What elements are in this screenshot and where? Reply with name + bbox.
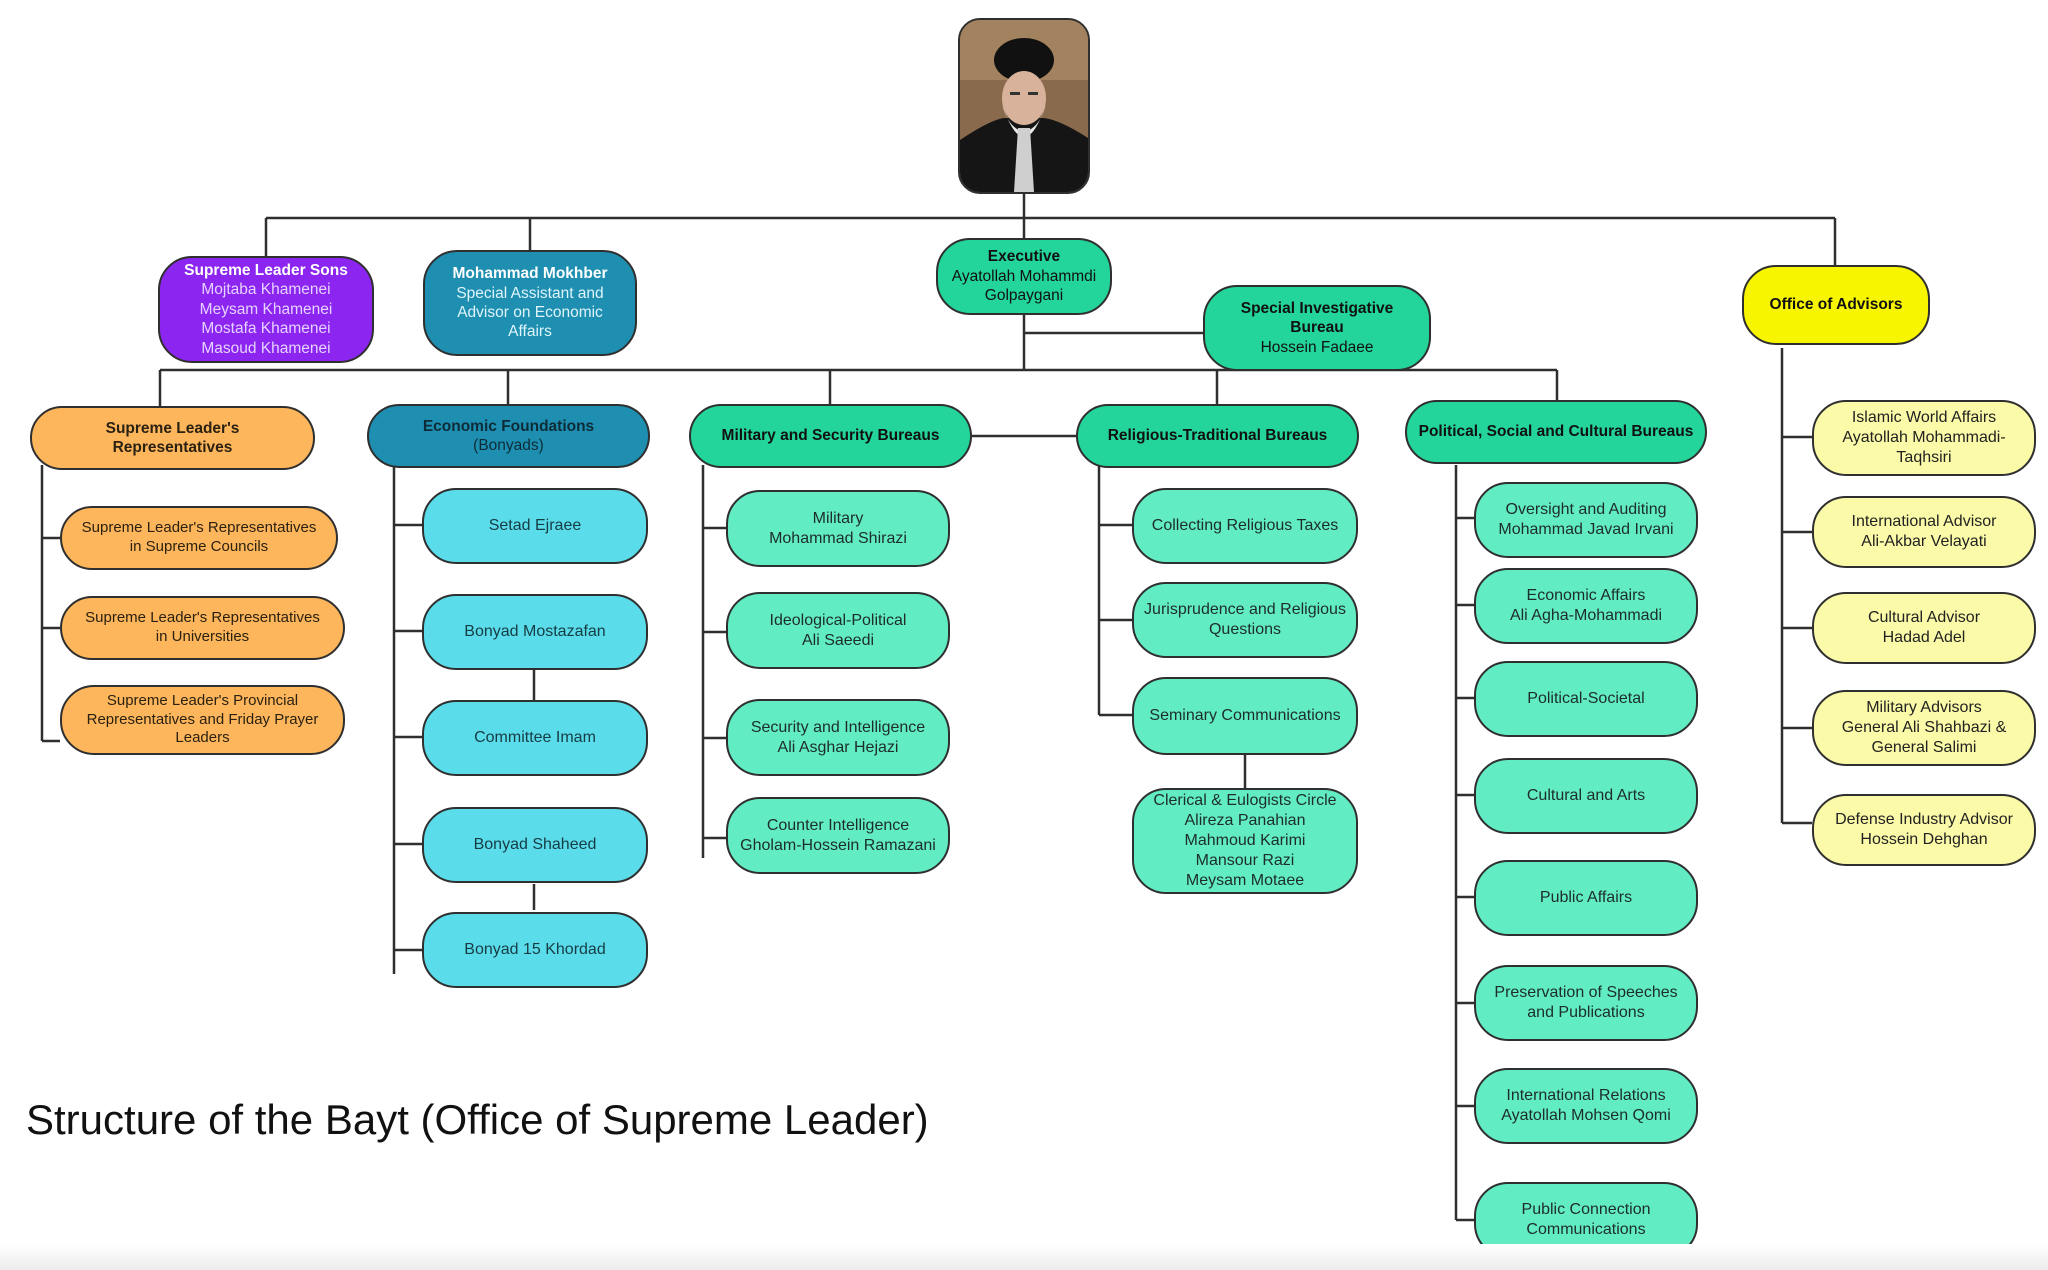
investigative-name: Hossein Fadaee [1260, 338, 1374, 356]
religious-item-label: Seminary Communications [1149, 707, 1341, 724]
reps-item: Supreme Leader's Representatives in Univ… [60, 596, 345, 660]
political-social-cultural-bureaus-box: Political, Social and Cultural Bureaus [1405, 400, 1707, 464]
economic-item-label: Bonyad Mostazafan [464, 623, 606, 640]
military-item: Military Mohammad Shirazi [726, 490, 950, 567]
religious-item: Seminary Communications [1132, 677, 1358, 755]
reps-title: Supreme Leader's Representatives [105, 419, 240, 456]
supreme-leader-representatives-box: Supreme Leader's Representatives [30, 406, 315, 470]
political-item: Oversight and Auditing Mohammad Javad Ir… [1474, 482, 1698, 558]
political-item-label: International Relations Ayatollah Mohsen… [1501, 1087, 1671, 1124]
sons-title: Supreme Leader Sons [184, 262, 348, 280]
military-item-label: Ideological-Political Ali Saeedi [769, 611, 907, 649]
political-item-label: Political-Societal [1527, 690, 1645, 707]
military-item: Ideological-Political Ali Saeedi [726, 592, 950, 669]
advisor-item: Military Advisors General Ali Shahbazi &… [1812, 690, 2036, 766]
religious-title: Religious-Traditional Bureaus [1107, 427, 1328, 445]
special-investigative-bureau-box: Special Investigative Bureau Hossein Fad… [1203, 285, 1431, 371]
economic-item: Bonyad Mostazafan [422, 594, 648, 670]
executive-name: Ayatollah Mohammdi Golpaygani [951, 267, 1097, 305]
political-item: Political-Societal [1474, 661, 1698, 737]
military-item: Security and Intelligence Ali Asghar Hej… [726, 699, 950, 776]
political-item: Preservation of Speeches and Publication… [1474, 965, 1698, 1041]
executive-title: Executive [987, 248, 1061, 266]
supreme-leader-sons-box: Supreme Leader Sons Mojtaba Khamenei Mey… [158, 256, 374, 363]
economic-item: Setad Ejraee [422, 488, 648, 564]
supreme-leader-portrait [958, 18, 1090, 194]
political-item: International Relations Ayatollah Mohsen… [1474, 1068, 1698, 1144]
reps-item: Supreme Leader's Representatives in Supr… [60, 506, 338, 570]
religious-item-label: Collecting Religious Taxes [1151, 517, 1339, 534]
military-title: Military and Security Bureaus [721, 427, 940, 445]
advisor-item: Islamic World Affairs Ayatollah Mohammad… [1812, 400, 2036, 476]
advisor-item-label: International Advisor Ali-Akbar Velayati [1851, 513, 1997, 550]
advisor-item-label: Cultural Advisor Hadad Adel [1867, 609, 1981, 646]
military-item: Counter Intelligence Gholam-Hossein Rama… [726, 797, 950, 874]
political-item: Economic Affairs Ali Agha-Mohammadi [1474, 568, 1698, 644]
reps-item-label: Supreme Leader's Representatives in Supr… [81, 519, 317, 555]
religious-item-label: Clerical & Eulogists Circle Alireza Pana… [1153, 792, 1337, 889]
political-item: Public Affairs [1474, 860, 1698, 936]
bottom-edge [0, 1244, 2048, 1270]
religious-item: Clerical & Eulogists Circle Alireza Pana… [1132, 788, 1358, 894]
economic-foundations-box: Economic Foundations (Bonyads) [367, 404, 650, 468]
economic-item-label: Setad Ejraee [488, 517, 582, 534]
reps-item: Supreme Leader's Provincial Representati… [60, 685, 345, 755]
sons-names: Mojtaba Khamenei Meysam Khamenei Mostafa… [199, 281, 333, 357]
economic-item-label: Bonyad 15 Khordad [464, 941, 606, 958]
military-item-label: Military Mohammad Shirazi [769, 509, 907, 547]
advisor-item-label: Islamic World Affairs Ayatollah Mohammad… [1842, 409, 2006, 466]
diagram-caption: Structure of the Bayt (Office of Supreme… [26, 1096, 929, 1143]
economic-sub: (Bonyads) [473, 437, 544, 454]
mokhber-title: Mohammad Mokhber [452, 265, 608, 283]
military-security-bureaus-box: Military and Security Bureaus [689, 404, 972, 468]
religious-item-label: Jurisprudence and Religious Questions [1144, 601, 1346, 638]
political-item-label: Oversight and Auditing Mohammad Javad Ir… [1498, 501, 1674, 538]
advisor-item: Cultural Advisor Hadad Adel [1812, 592, 2036, 664]
economic-item: Bonyad Shaheed [422, 807, 648, 883]
economic-item: Bonyad 15 Khordad [422, 912, 648, 988]
political-item-label: Public Connection Communications [1521, 1201, 1651, 1238]
military-item-label: Security and Intelligence Ali Asghar Hej… [750, 718, 926, 756]
mokhber-role: Special Assistant and Advisor on Economi… [456, 284, 604, 341]
political-item-label: Public Affairs [1539, 889, 1633, 906]
executive-box: Executive Ayatollah Mohammdi Golpaygani [936, 238, 1112, 315]
reps-item-label: Supreme Leader's Representatives in Univ… [85, 609, 320, 645]
economic-title: Economic Foundations [422, 417, 595, 435]
advisor-item: International Advisor Ali-Akbar Velayati [1812, 496, 2036, 568]
investigative-title: Special Investigative Bureau [1240, 299, 1394, 337]
religious-item: Jurisprudence and Religious Questions [1132, 582, 1358, 658]
office-of-advisors-box: Office of Advisors [1742, 265, 1930, 345]
economic-item-label: Committee Imam [474, 729, 596, 746]
economic-item: Committee Imam [422, 700, 648, 776]
military-item-label: Counter Intelligence Gholam-Hossein Rama… [740, 816, 936, 854]
political-item-label: Cultural and Arts [1526, 787, 1646, 804]
reps-item-label: Supreme Leader's Provincial Representati… [86, 691, 319, 747]
advisor-item-label: Defense Industry Advisor Hossein Dehghan [1835, 811, 2013, 848]
mohammad-mokhber-box: Mohammad Mokhber Special Assistant and A… [423, 250, 637, 356]
advisors-title: Office of Advisors [1769, 296, 1903, 314]
political-item-label: Preservation of Speeches and Publication… [1494, 984, 1678, 1021]
advisor-item-label: Military Advisors General Ali Shahbazi &… [1841, 699, 2007, 756]
political-item-label: Economic Affairs Ali Agha-Mohammadi [1509, 587, 1663, 624]
political-item: Cultural and Arts [1474, 758, 1698, 834]
economic-item-label: Bonyad Shaheed [473, 836, 597, 853]
religious-traditional-bureaus-box: Religious-Traditional Bureaus [1076, 404, 1359, 468]
advisor-item: Defense Industry Advisor Hossein Dehghan [1812, 794, 2036, 866]
religious-item: Collecting Religious Taxes [1132, 488, 1358, 564]
political-title: Political, Social and Cultural Bureaus [1418, 423, 1694, 441]
